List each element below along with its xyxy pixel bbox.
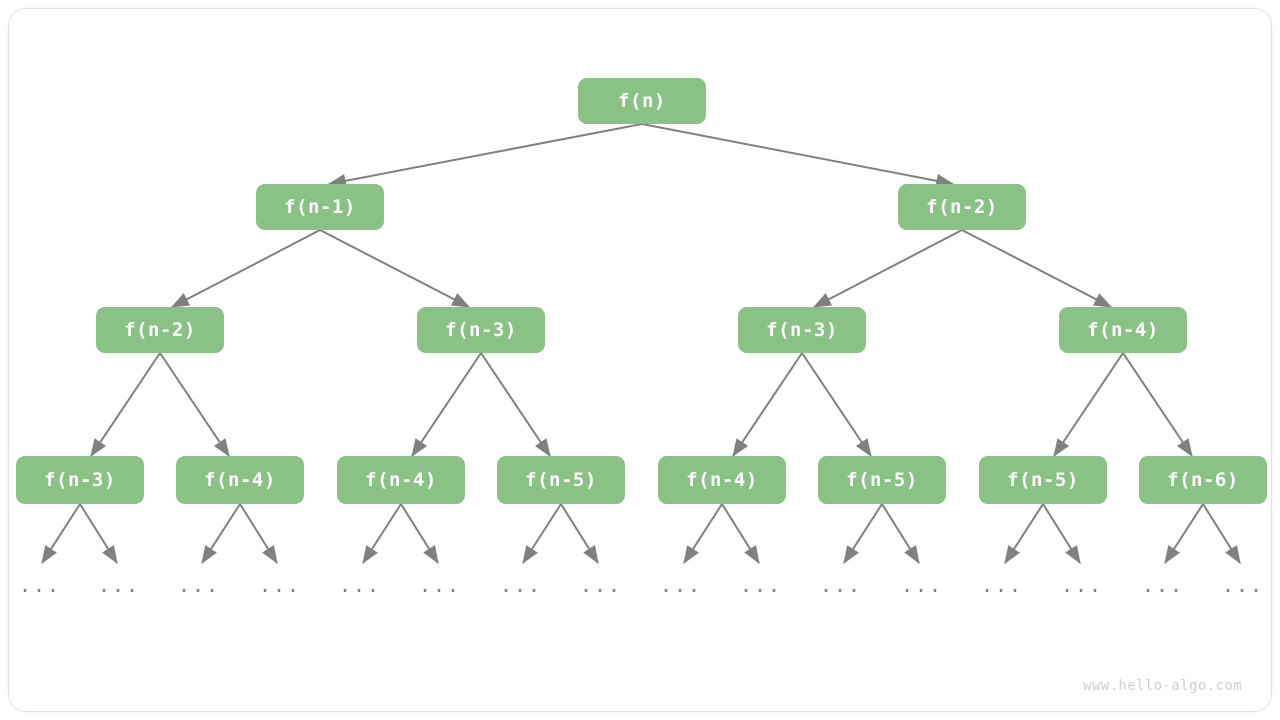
tree-node-n1: f(n-1) bbox=[256, 184, 384, 230]
tree-node-n4: f(n-3) bbox=[417, 307, 545, 353]
tree-leaf-ellipsis: ... bbox=[177, 573, 221, 597]
tree-node-n3: f(n-2) bbox=[96, 307, 224, 353]
tree-leaf-ellipsis: ... bbox=[338, 573, 382, 597]
tree-leaf-ellipsis: ... bbox=[18, 573, 62, 597]
tree-leaf-ellipsis: ... bbox=[900, 573, 944, 597]
tree-leaf-ellipsis: ... bbox=[980, 573, 1024, 597]
tree-leaf-ellipsis: ... bbox=[1060, 573, 1104, 597]
tree-node-n9: f(n-4) bbox=[337, 456, 465, 504]
tree-node-n12: f(n-5) bbox=[818, 456, 946, 504]
tree-node-n5: f(n-3) bbox=[738, 307, 866, 353]
tree-node-n7: f(n-3) bbox=[16, 456, 144, 504]
tree-node-n6: f(n-4) bbox=[1059, 307, 1187, 353]
tree-node-n0: f(n) bbox=[578, 78, 706, 124]
tree-leaf-ellipsis: ... bbox=[258, 573, 302, 597]
tree-leaf-ellipsis: ... bbox=[1221, 573, 1265, 597]
tree-leaf-ellipsis: ... bbox=[1141, 573, 1185, 597]
tree-leaf-ellipsis: ... bbox=[499, 573, 543, 597]
watermark: www.hello-algo.com bbox=[1083, 678, 1242, 694]
tree-node-n11: f(n-4) bbox=[658, 456, 786, 504]
tree-node-n14: f(n-6) bbox=[1139, 456, 1267, 504]
tree-leaf-ellipsis: ... bbox=[579, 573, 623, 597]
tree-leaf-ellipsis: ... bbox=[418, 573, 462, 597]
tree-leaf-ellipsis: ... bbox=[659, 573, 703, 597]
tree-leaf-ellipsis: ... bbox=[819, 573, 863, 597]
tree-node-n10: f(n-5) bbox=[497, 456, 625, 504]
tree-node-n8: f(n-4) bbox=[176, 456, 304, 504]
tree-node-n2: f(n-2) bbox=[898, 184, 1026, 230]
tree-leaf-ellipsis: ... bbox=[97, 573, 141, 597]
tree-leaf-ellipsis: ... bbox=[739, 573, 783, 597]
tree-node-n13: f(n-5) bbox=[979, 456, 1107, 504]
